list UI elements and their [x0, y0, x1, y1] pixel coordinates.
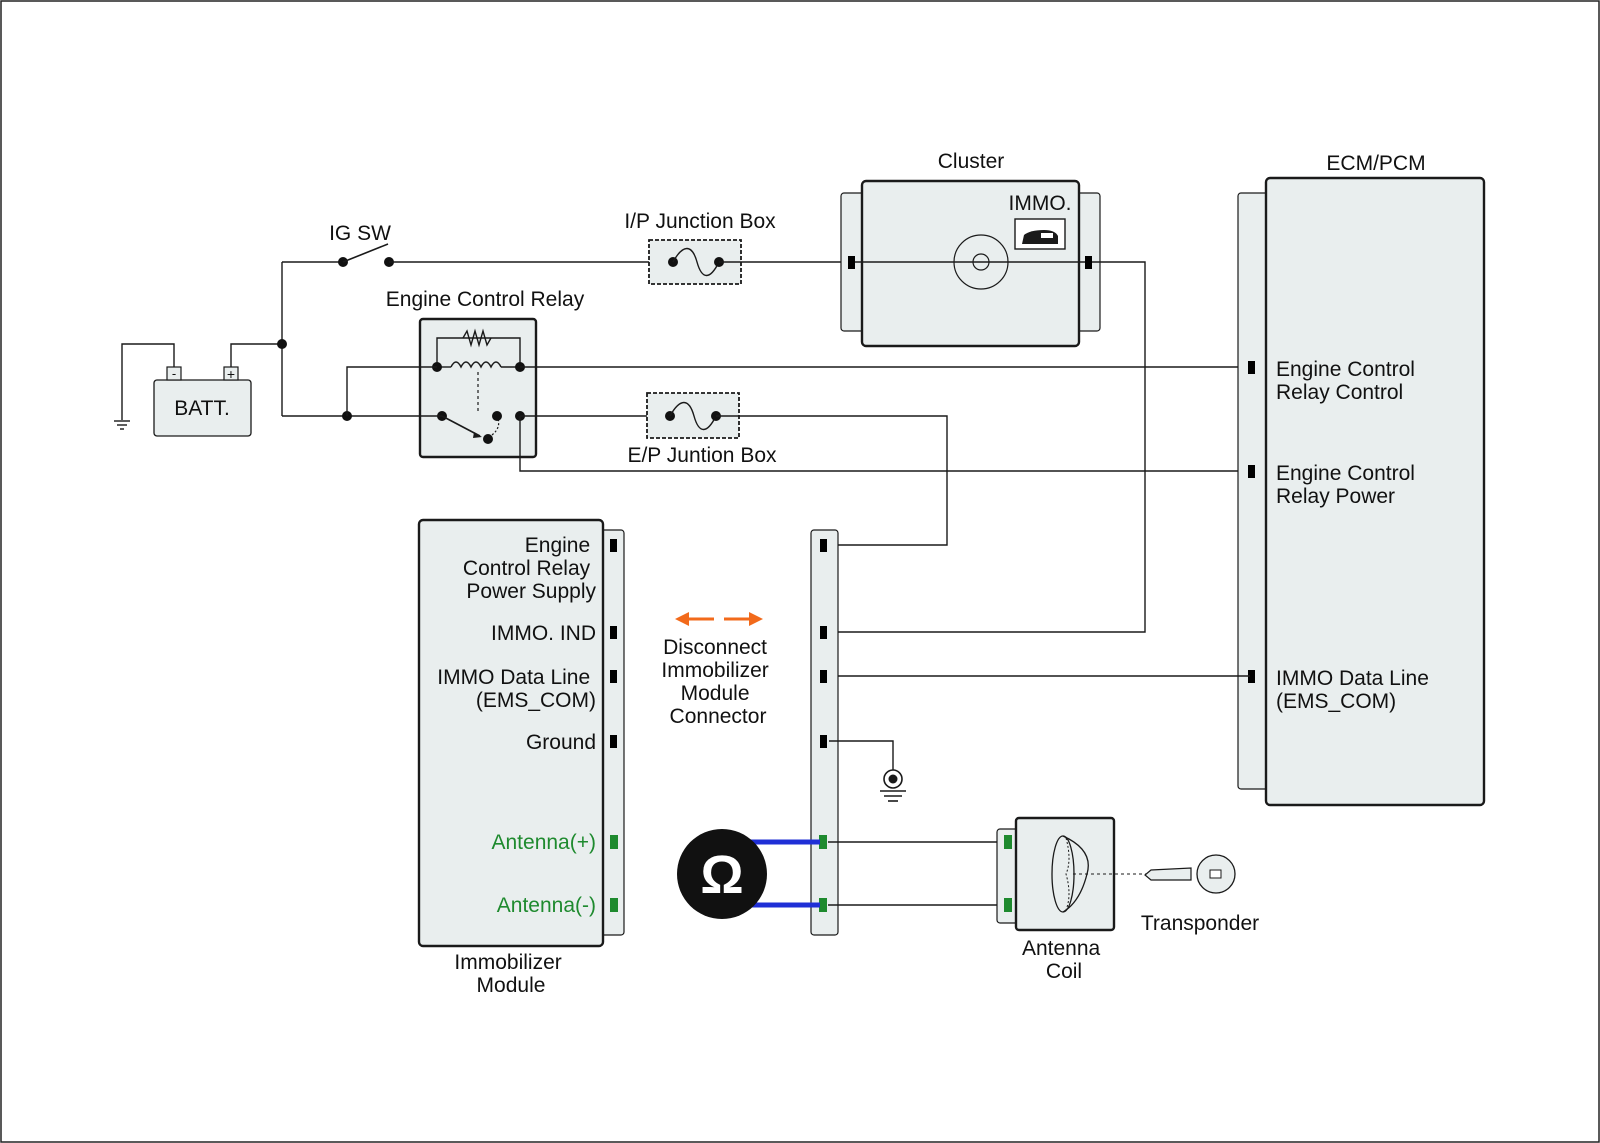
battery-positive-wire: [230, 343, 282, 367]
car-icon: [1014, 218, 1066, 250]
immo-ind-wire: [829, 261, 1146, 633]
immobilizer-module: [417, 518, 625, 948]
battery: - + BATT.: [153, 366, 252, 437]
immo-pin-antenna-minus: Antenna(-): [497, 894, 596, 917]
disconnect-note: Disconnect Immobilizer Module Connector: [661, 636, 774, 728]
ohm-symbol: Ω: [700, 845, 743, 905]
cluster-label: Cluster: [938, 150, 1005, 173]
battery-ground-wire: [121, 343, 175, 420]
ground-icon: [880, 769, 906, 802]
ohmmeter-icon: Ω: [677, 829, 767, 919]
cluster-module: IMMO.: [840, 179, 1101, 348]
ecm-pin-immo-data-line: IMMO Data Line (EMS_COM): [1276, 667, 1435, 713]
ep-to-immo-power-wire: [716, 415, 948, 546]
ip-junction-box-label: I/P Junction Box: [624, 210, 776, 233]
immo-pin-power-supply: Engine Control Relay Power Supply: [463, 534, 597, 603]
ecm-pin-relay-power: Engine Control Relay Power: [1276, 462, 1421, 508]
ground-wire: [829, 740, 894, 771]
cluster-immo-label: IMMO.: [1009, 192, 1072, 215]
immo-pin-immo-ind: IMMO. IND: [491, 622, 596, 645]
ecm-pcm-module: [1237, 176, 1486, 807]
batt-to-relay-coil-wire: [346, 366, 437, 416]
immo-pin-antenna-plus: Antenna(+): [492, 831, 597, 854]
ep-junction-box-label: E/P Juntion Box: [627, 444, 777, 467]
ig-switch-label: IG SW: [329, 222, 391, 245]
antenna-coil-label: Antenna Coil: [1022, 937, 1106, 983]
key-icon: [1144, 854, 1236, 894]
fuse-icon: [668, 247, 724, 277]
junction-dot: [277, 339, 287, 349]
battery-negative-label: -: [172, 366, 176, 381]
antenna-coil: [996, 816, 1116, 932]
double-arrow-icon: [675, 612, 763, 626]
immobilizer-module-label: Immobilizer Module: [454, 951, 567, 997]
battery-positive-label: +: [227, 366, 235, 382]
harness-connector: [810, 529, 839, 936]
relay-power-wire: [519, 416, 1250, 472]
immo-pin-data-line: IMMO Data Line (EMS_COM): [437, 666, 596, 712]
ecm-pin-relay-control: Engine Control Relay Control: [1276, 358, 1421, 404]
transponder-label: Transponder: [1141, 912, 1259, 935]
battery-label: BATT.: [174, 397, 230, 420]
engine-control-relay-label: Engine Control Relay: [386, 288, 585, 311]
ground-icon: [114, 420, 130, 430]
switch-icon: [338, 243, 394, 267]
immo-pin-ground: Ground: [526, 731, 596, 754]
ecm-pcm-label: ECM/PCM: [1326, 152, 1425, 175]
engine-control-relay: [418, 317, 538, 459]
